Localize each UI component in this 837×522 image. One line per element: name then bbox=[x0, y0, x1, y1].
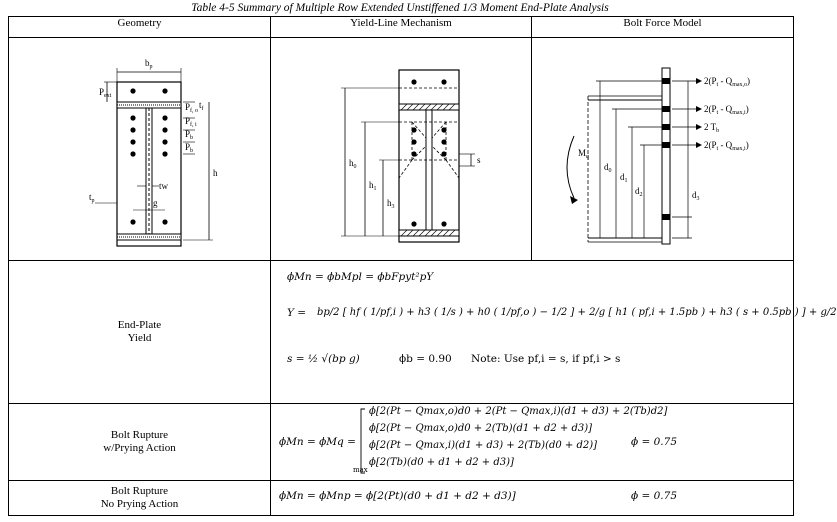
label-s: s bbox=[477, 155, 481, 165]
header-geometry: Geometry bbox=[8, 16, 271, 38]
no-prying-label-line2: No Prying Action bbox=[100, 498, 179, 510]
yield-line-figure: h0 h1 h3 s bbox=[341, 69, 481, 243]
endplate-eq-moment: ϕMn = ϕbMpl = ϕbFpyt²pY bbox=[287, 271, 434, 283]
bolt-group bbox=[130, 88, 168, 225]
label-pb2: Pb bbox=[185, 142, 193, 154]
label-pb1: Pb bbox=[185, 129, 193, 141]
header-bolt-force: Bolt Force Model bbox=[531, 16, 794, 38]
label-pext: Pext bbox=[99, 87, 112, 99]
header-row: Geometry Yield-Line Mechanism Bolt Force… bbox=[8, 16, 794, 38]
prying-lhs: ϕMn = ϕMq = bbox=[279, 436, 356, 448]
endplate-yield-row: End-Plate Yield ϕMn = ϕbMpl = ϕbFpyt²pY … bbox=[8, 260, 837, 404]
prying-term-3: ϕ[2(Pt − Qmax,i)(d1 + d3) + 2(Tb)(d0 + d… bbox=[369, 440, 598, 451]
label-pfo: Pf, o bbox=[185, 102, 198, 114]
prying-label: Bolt Rupture w/Prying Action bbox=[8, 403, 271, 481]
label-d2: d2 bbox=[635, 186, 643, 198]
label-tw: tw bbox=[159, 181, 169, 191]
yield-line-figure-cell: h0 h1 h3 s bbox=[270, 37, 532, 261]
force-label-4: 2(Pt - Qmax,i) bbox=[704, 140, 749, 152]
geometry-figure: bp Pext Pf, o Pf, i Pb Pb tf h bbox=[89, 58, 218, 247]
bolt-rupture-prying-row: Bolt Rupture w/Prying Action ϕMn = ϕMq =… bbox=[8, 403, 794, 481]
label-h0: h0 bbox=[349, 158, 357, 170]
figure-row: bp Pext Pf, o Pf, i Pb Pb tf h bbox=[8, 37, 794, 261]
label-g: g bbox=[153, 198, 158, 208]
bolt-rupture-no-prying-row: Bolt Rupture No Prying Action ϕMn = ϕMnp… bbox=[8, 480, 794, 516]
endplate-label-line1: End-Plate bbox=[117, 319, 162, 331]
endplate-yield-equations: ϕMn = ϕbMpl = ϕbFpyt²pY Y = bp/2 [ hf ( … bbox=[270, 260, 837, 404]
endplate-note: Note: Use pf,i = s, if pf,i > s bbox=[471, 353, 621, 365]
label-d1: d1 bbox=[620, 172, 628, 184]
prying-max: max bbox=[353, 466, 368, 474]
yield-bolt-group bbox=[411, 79, 447, 227]
label-h: h bbox=[213, 168, 218, 178]
geometry-figure-cell: bp Pext Pf, o Pf, i Pb Pb tf h bbox=[8, 37, 271, 261]
prying-brace bbox=[360, 408, 365, 474]
label-bp: bp bbox=[145, 58, 153, 70]
prying-term-2: ϕ[2(Pt − Qmax,o)d0 + 2(Tb)(d1 + d2 + d3)… bbox=[369, 423, 593, 434]
endplate-eq-y-lhs: Y = bbox=[287, 307, 307, 319]
prying-term-4: ϕ[2(Tb)(d0 + d1 + d2 + d3)] bbox=[369, 457, 514, 468]
endplate-eq-y-body: bp/2 [ hf ( 1/pf,i ) + h3 ( 1/s ) + h0 (… bbox=[317, 307, 837, 318]
bolt-force-figure-cell: Mq d0 d1 d2 d3 bbox=[531, 37, 794, 261]
label-tf: tf bbox=[199, 100, 204, 112]
label-h3: h3 bbox=[387, 198, 395, 210]
prying-equations: ϕMn = ϕMq = max ϕ[2(Pt − Qmax,o)d0 + 2(P… bbox=[270, 403, 794, 481]
prying-label-line2: w/Prying Action bbox=[103, 442, 176, 454]
endplate-label-line2: Yield bbox=[127, 332, 152, 344]
prying-phi: ϕ = 0.75 bbox=[631, 436, 678, 448]
no-prying-equations: ϕMn = ϕMnp = ϕ[2(Pt)(d0 + d1 + d2 + d3)]… bbox=[270, 480, 794, 516]
yield-plate-outline bbox=[398, 69, 460, 243]
header-yield-line: Yield-Line Mechanism bbox=[270, 16, 532, 38]
no-prying-label-line1: Bolt Rupture bbox=[110, 485, 169, 497]
endplate-phi: ϕb = 0.90 bbox=[399, 353, 452, 365]
prying-label-line1: Bolt Rupture bbox=[110, 429, 169, 441]
summary-table: Geometry Yield-Line Mechanism Bolt Force… bbox=[8, 16, 837, 516]
prying-term-1: ϕ[2(Pt − Qmax,o)d0 + 2(Pt − Qmax,i)(d1 +… bbox=[369, 406, 668, 417]
force-label-3: 2 Tb bbox=[704, 122, 719, 134]
endplate-eq-s: s = ½ √(bp g) bbox=[287, 353, 360, 365]
label-d3: d3 bbox=[692, 190, 700, 202]
label-d0: d0 bbox=[604, 162, 612, 174]
bolt-force-figure: Mq d0 d1 d2 d3 bbox=[566, 67, 750, 245]
label-pfi: Pf, i bbox=[185, 116, 197, 128]
force-label-1: 2(Pt - Qmax,o) bbox=[704, 76, 750, 88]
label-mq: Mq bbox=[578, 148, 589, 160]
no-prying-label: Bolt Rupture No Prying Action bbox=[8, 480, 271, 516]
label-tp: tp bbox=[89, 192, 95, 204]
force-label-2: 2(Pt - Qmax,i) bbox=[704, 104, 749, 116]
no-prying-phi: ϕ = 0.75 bbox=[631, 490, 678, 502]
table-caption: Table 4-5 Summary of Multiple Row Extend… bbox=[191, 2, 609, 14]
plate-profile bbox=[661, 67, 671, 245]
label-h1: h1 bbox=[369, 180, 377, 192]
endplate-yield-label: End-Plate Yield bbox=[8, 260, 271, 404]
no-prying-eq: ϕMn = ϕMnp = ϕ[2(Pt)(d0 + d1 + d2 + d3)] bbox=[279, 490, 516, 502]
